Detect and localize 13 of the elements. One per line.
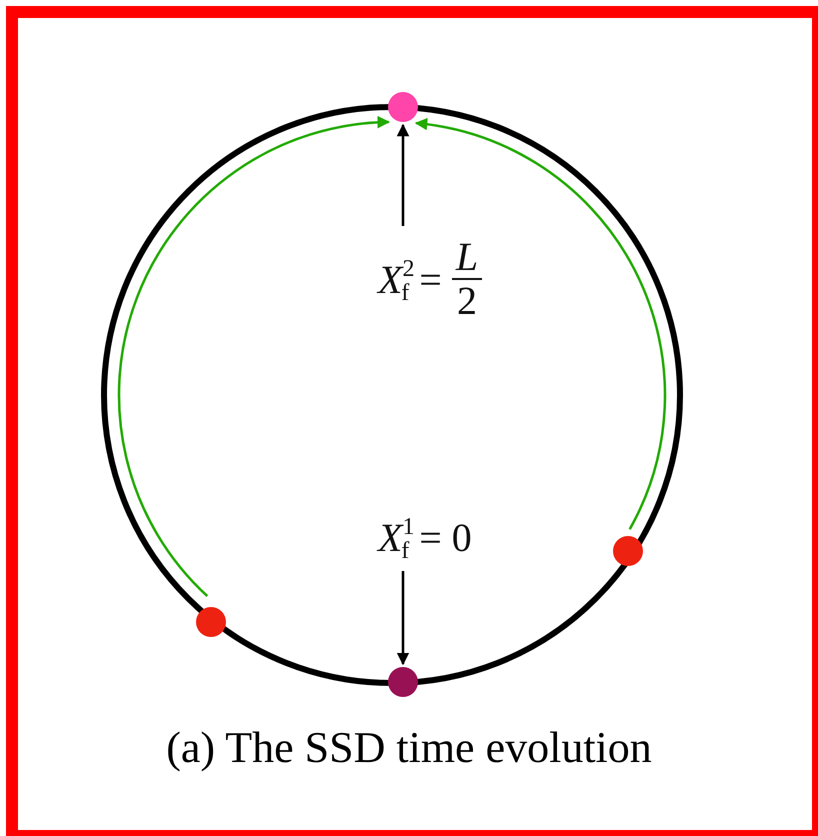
point-marker	[388, 92, 418, 122]
point-marker	[613, 536, 643, 566]
arrow	[396, 571, 410, 666]
point-marker	[196, 607, 226, 637]
figure-caption: (a) The SSD time evolution	[165, 722, 653, 773]
math-label: X$^{2}$$_{f}$ =	[378, 256, 442, 302]
fraction-denominator: 2	[456, 280, 477, 322]
math-label: X$^{1}$$_{f}$ = 0	[378, 514, 472, 561]
arc-arrow	[118, 116, 390, 597]
arc-arrow	[414, 118, 666, 530]
fraction-numerator: L	[452, 236, 482, 280]
arrow	[396, 124, 410, 226]
point-marker	[388, 667, 418, 697]
